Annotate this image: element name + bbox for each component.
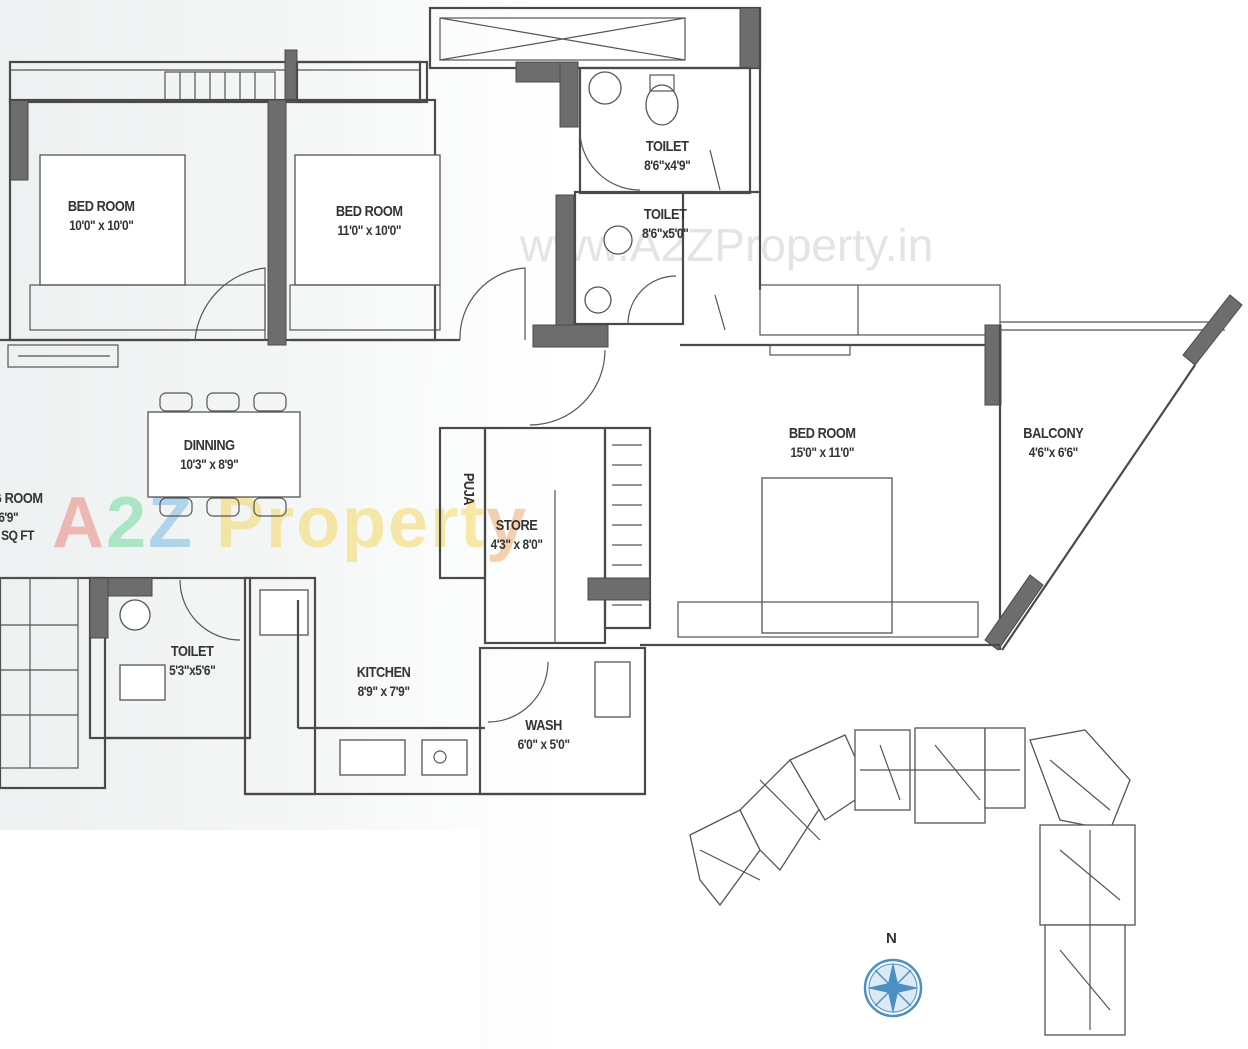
background-fade [0, 830, 480, 1049]
master-bedroom-walls [640, 284, 1243, 651]
compass-north-label: N [886, 930, 897, 947]
label-puja: PUJA [460, 472, 477, 506]
lower-block [0, 576, 647, 796]
compass-rose [863, 958, 923, 1018]
wardrobe-1 [29, 284, 266, 331]
top-duct [428, 6, 762, 70]
toilets-block [515, 8, 762, 348]
bed-2 [294, 154, 441, 286]
site-key-plan [689, 727, 1136, 1036]
puja-store [438, 349, 652, 645]
top-windows [8, 49, 429, 104]
wardrobe-2 [289, 284, 441, 331]
bed-1 [39, 154, 186, 286]
site-watermark: www.A2ZProperty.in [520, 219, 934, 271]
dining-table [147, 392, 301, 517]
label-living-room: G ROOM16'9"2 SQ FT [0, 490, 43, 543]
